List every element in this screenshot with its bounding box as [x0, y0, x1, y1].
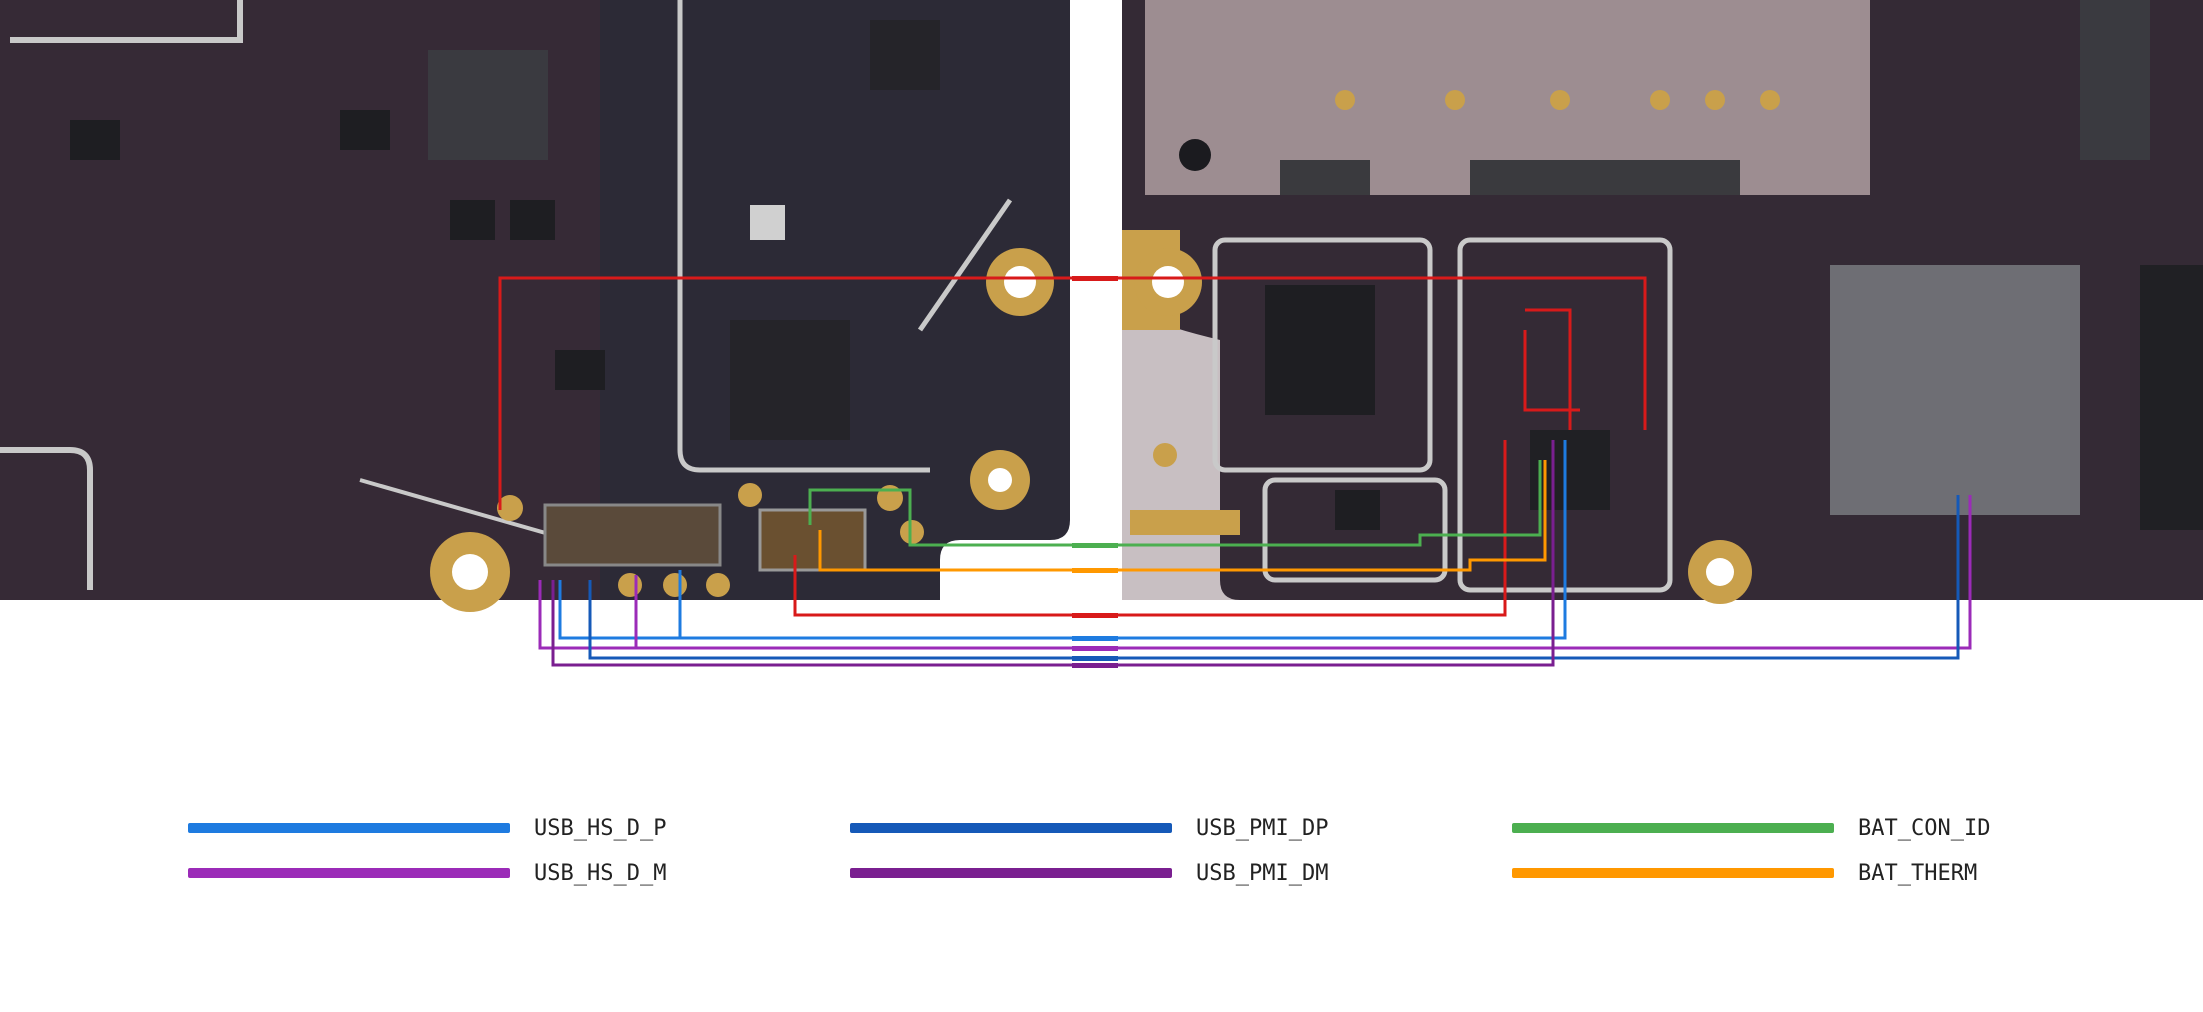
trace-usb-hs-d-p	[558, 440, 1567, 640]
trace-usb-hs-d-m	[538, 495, 1972, 650]
pcb-board-right	[1122, 0, 2203, 604]
trace-bat-con-id	[808, 460, 1542, 547]
trace-usb-pmi-dm	[551, 440, 1555, 667]
trace-usb-pmi-dp	[588, 495, 1960, 660]
trace-bat-therm	[818, 460, 1547, 572]
net-tags	[1072, 276, 1118, 668]
